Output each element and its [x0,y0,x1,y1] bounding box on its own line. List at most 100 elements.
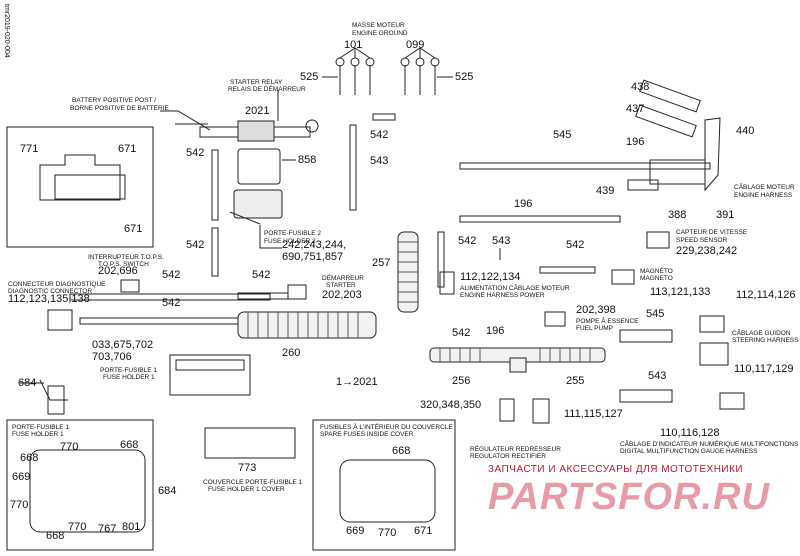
part-202-398: 202,398 [576,304,616,316]
battery-post-label-en: BATTERY POSITIVE POST / [72,97,157,104]
part-202-203: 202,203 [322,289,362,301]
part-542-mid: 542 [458,235,477,247]
starter-label-fr: DÉMARREUR [322,275,364,282]
engine-harness-power-label-fr: ALIMENTATION CÂBLAGE MOTEUR [460,285,570,292]
part-770-a: 770 [60,441,79,453]
steering-harness-label-en: STEERING HARNESS [732,337,799,344]
fuel-pump-label-fr: POMPE À ESSENCE [576,318,639,325]
tops-switch-label-en: T.O.P.S. SWITCH [98,261,149,268]
engine-harness-label-fr: CÂBLAGE MOTEUR [734,184,795,191]
spare-fuses-label-fr: FUSIBLES À L'INTÉRIEUR DU COUVERCLE [320,424,453,431]
part-543-low: 543 [648,370,667,382]
part-671-a: 671 [118,143,137,155]
part-668-a: 668 [120,439,139,451]
part-525-left: 525 [300,71,319,83]
part-255: 255 [566,375,585,387]
engine-ground-label-en: ENGINE GROUND [352,30,408,37]
document-id: tmr2019-020-004 [3,4,10,58]
fuse-holder-1-inset-label-fr: PORTE-FUSIBLE 1 [12,424,69,431]
part-542-r3: 542 [162,297,181,309]
fuse-holder-2-label-en: FUSE HOLDER 2 [264,238,316,245]
spare-fuses-label-en: SPARE FUSES INSIDE COVER [320,431,414,438]
spare-fuses-inset [312,419,456,551]
part-543-top: 543 [370,155,389,167]
part-542-left1: 542 [186,147,205,159]
part-112-126: 112,114,126 [736,289,796,301]
part-668-b: 668 [20,452,39,464]
part-545-low: 545 [646,308,665,320]
part-770-c: 770 [68,521,87,533]
part-1-2021: 1→2021 [336,376,378,388]
part-770-d: 770 [378,527,397,539]
watermark-brand: PARTSFOR.RU [488,476,770,518]
fuse-holder-1-inset [6,419,154,551]
engine-harness-power-label-en: ENGINE HARNESS POWER [460,292,545,299]
part-242-244: 242,243,244, [282,239,347,251]
magneto-label-fr: MAGNÉTO [640,268,673,275]
part-525-right: 525 [455,71,474,83]
part-671-b: 671 [124,223,143,235]
starter-relay-label-en: STARTER RELAY [230,79,283,86]
engine-harness-connectors [627,79,721,192]
fuse-holder-1-inset-label-en: FUSE HOLDER 1 [12,431,64,438]
tops-switch-label-fr: INTERRUPTEUR T.O.P.S. [88,254,164,261]
part-684-a: 684 [18,377,37,389]
part-2021: 2021 [245,105,270,117]
regulator-label-en: REGULATOR RECTIFIER [470,453,546,460]
part-112-134: 112,122,134 [460,271,521,283]
part-669-a: 669 [12,471,31,483]
part-542-low: 542 [452,327,471,339]
part-439: 439 [596,185,615,197]
part-542-top: 542 [370,129,389,141]
part-111-127: 111,115,127 [564,408,623,420]
starter-relay-label-fr: RELAIS DE DÉMARREUR [228,86,306,93]
part-671-c: 671 [414,525,433,537]
part-110-129: 110,117,129 [734,363,794,375]
cover-label-en: FUSE HOLDER 1 COVER [208,486,285,493]
part-437: 437 [626,103,645,115]
part-033-702: 033,675,702 [92,339,154,351]
speed-sensor-label-fr: CAPTEUR DE VITESSE [676,229,748,236]
part-440: 440 [736,125,755,137]
fuel-pump-label-en: FUEL PUMP [576,325,613,332]
part-545-top: 545 [553,129,572,141]
engine-ground-label-fr: MASSE MOTEUR [352,22,405,29]
part-767: 767 [98,523,117,535]
part-773: 773 [238,462,257,474]
cover-drawing [204,427,296,459]
part-438: 438 [631,81,650,93]
part-801: 801 [122,521,141,533]
watermark-tagline: ЗАПЧАСТИ И АКСЕССУАРЫ ДЛЯ МОТОТЕХНИКИ [488,464,744,475]
diagnostic-connector-label-en: DIAGNOSTIC CONNECTOR [8,288,93,295]
regulator-label-fr: RÉGULATEUR REDRESSEUR [470,446,561,453]
gauge-harness-label-en: DIGITAL MULTIFUNCTION GAUGE HARNESS [620,448,758,455]
speed-sensor-label-en: SPEED SENSOR [676,237,728,244]
fuse-holder-2-inset [6,126,154,248]
part-543-mid: 543 [492,235,511,247]
part-542-mid2: 542 [566,239,585,251]
engine-harness-label-en: ENGINE HARNESS [734,192,793,199]
part-202-696: 202,696 [98,265,138,277]
part-690-857: 690,751,857 [282,251,344,263]
part-257: 257 [372,257,391,269]
part-669-b: 669 [346,525,365,537]
diagnostic-connector-label-fr: CONNECTEUR DIAGNOSTIQUE [8,281,106,288]
part-229-242: 229,238,242 [676,245,738,257]
part-196-mid: 196 [514,198,533,210]
part-542-r1: 542 [162,269,181,281]
steering-harness-label-fr: CÂBLAGE GUIDON [732,330,791,337]
part-668-c: 668 [46,530,65,542]
part-771: 771 [20,143,39,155]
fuse-holder-2-label-fr: PORTE-FUSIBLE 2 [264,230,321,237]
magneto-label-en: MAGNETO [640,275,673,282]
battery-post-label-fr: BORNE POSITIVE DE BATTERIE [70,105,169,112]
cover-label-fr: COUVERCLE PORTE-FUSIBLE 1 [203,479,303,486]
part-770-b: 770 [10,499,29,511]
part-260: 260 [282,347,301,359]
part-703-706: 703,706 [92,351,132,363]
part-668-d: 668 [392,445,411,457]
part-099: 099 [406,39,425,51]
part-320-350: 320,348,350 [420,399,482,411]
part-388: 388 [668,209,687,221]
